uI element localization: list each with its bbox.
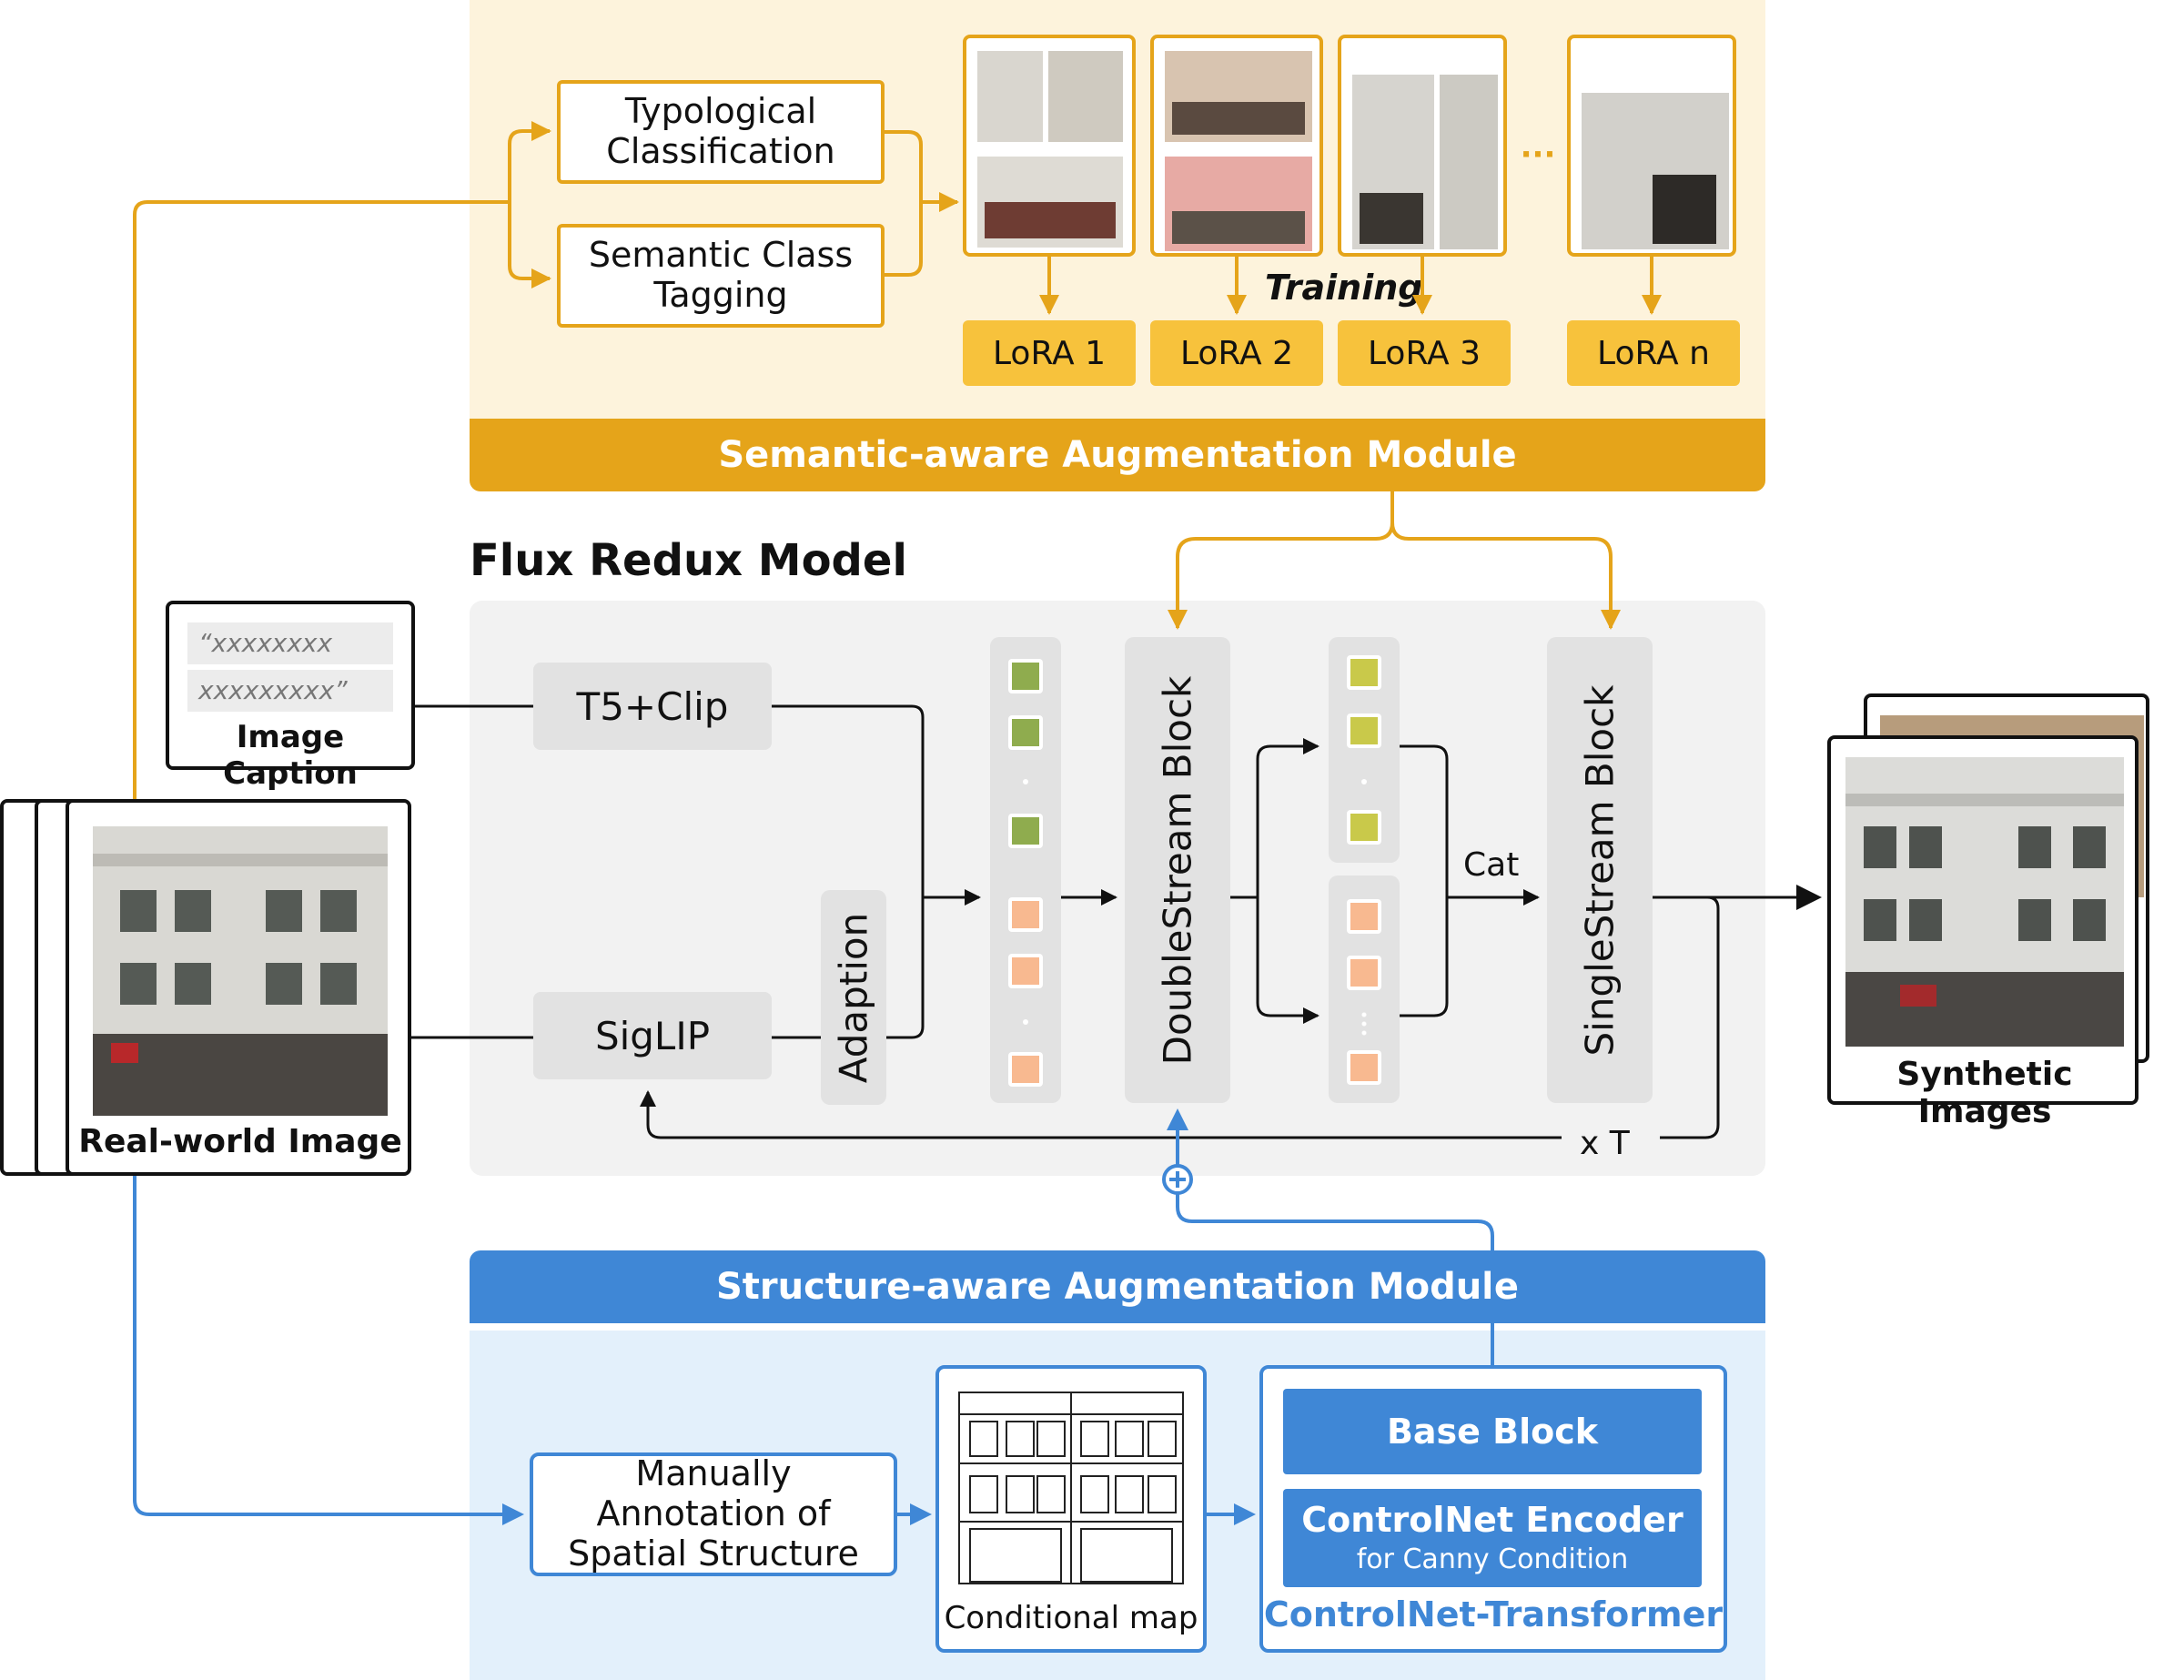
text-token xyxy=(1008,715,1043,750)
typological-classification-label: Typological Classification xyxy=(606,91,835,171)
manual-annotation-label: Manually Annotation of Spatial Structure xyxy=(568,1453,859,1574)
manual-annotation-box: Manually Annotation of Spatial Structure xyxy=(530,1452,897,1576)
synthetic-image xyxy=(1845,757,2124,1047)
image-token xyxy=(1008,897,1043,932)
conditional-map-card: Conditional map xyxy=(935,1365,1207,1653)
doublestream-block: DoubleStream Block xyxy=(1125,637,1230,1103)
controlnet-transformer-label: ControlNet-Transformer xyxy=(1263,1594,1724,1634)
training-ellipsis: ··· xyxy=(1520,137,1556,173)
structure-module-title: Structure-aware Augmentation Module xyxy=(470,1250,1765,1323)
real-world-image xyxy=(93,826,388,1116)
image-token-out xyxy=(1347,1050,1381,1085)
typological-classification-box: Typological Classification xyxy=(557,80,885,184)
semantic-module-title: Semantic-aware Augmentation Module xyxy=(470,419,1765,491)
synthetic-images-card: Synthetic Images xyxy=(1827,735,2138,1130)
token-column-input xyxy=(990,637,1061,1103)
siglip-encoder: SigLIP xyxy=(533,992,772,1079)
semantic-class-tagging-label: Semantic Class Tagging xyxy=(588,235,854,315)
training-image-n xyxy=(1567,35,1736,257)
canny-condition-label: for Canny Condition xyxy=(1356,1543,1629,1575)
base-block: Base Block xyxy=(1283,1389,1702,1474)
conditional-map-sketch xyxy=(958,1392,1184,1584)
t5-clip-encoder: T5+Clip xyxy=(533,663,772,750)
lora-3: LoRA 3 xyxy=(1338,320,1511,386)
real-world-image-label: Real-world Image xyxy=(78,1123,402,1160)
training-label: Training xyxy=(1265,268,1423,308)
image-token-out xyxy=(1347,956,1381,990)
adaption-block: Adaption xyxy=(821,890,886,1105)
semantic-class-tagging-box: Semantic Class Tagging xyxy=(557,224,885,328)
lora-n: LoRA n xyxy=(1567,320,1740,386)
controlnet-encoder-block: ControlNet Encoder for Canny Condition xyxy=(1283,1489,1702,1587)
singlestream-block: SingleStream Block xyxy=(1547,637,1653,1103)
training-image-2 xyxy=(1150,35,1323,257)
text-token xyxy=(1008,659,1043,693)
xt-label: x T xyxy=(1574,1125,1635,1162)
text-token-out xyxy=(1347,655,1381,690)
image-caption-label: Image Caption xyxy=(223,719,358,792)
image-token xyxy=(1008,1052,1043,1087)
text-token-out xyxy=(1347,713,1381,748)
training-image-1 xyxy=(963,35,1136,257)
caption-line-1: “xxxxxxxx xyxy=(187,622,393,664)
training-image-3 xyxy=(1338,35,1507,257)
doublestream-label: DoubleStream Block xyxy=(1155,675,1200,1065)
singlestream-label: SingleStream Block xyxy=(1577,683,1623,1057)
caption-line-2: xxxxxxxxx” xyxy=(187,670,393,712)
lora-2: LoRA 2 xyxy=(1150,320,1323,386)
conditional-map-label: Conditional map xyxy=(944,1600,1198,1636)
flux-redux-title: Flux Redux Model xyxy=(470,535,907,586)
adaption-label: Adaption xyxy=(831,912,876,1083)
synthetic-images-label: Synthetic Images xyxy=(1896,1056,2073,1130)
text-token-out xyxy=(1347,810,1381,845)
text-token xyxy=(1008,814,1043,848)
real-world-image-card: Real-world Image xyxy=(66,799,411,1176)
image-token xyxy=(1008,954,1043,988)
cat-label: Cat xyxy=(1463,846,1520,884)
lora-1: LoRA 1 xyxy=(963,320,1136,386)
image-token-out xyxy=(1347,899,1381,934)
controlnet-encoder-label: ControlNet Encoder xyxy=(1301,1500,1684,1540)
